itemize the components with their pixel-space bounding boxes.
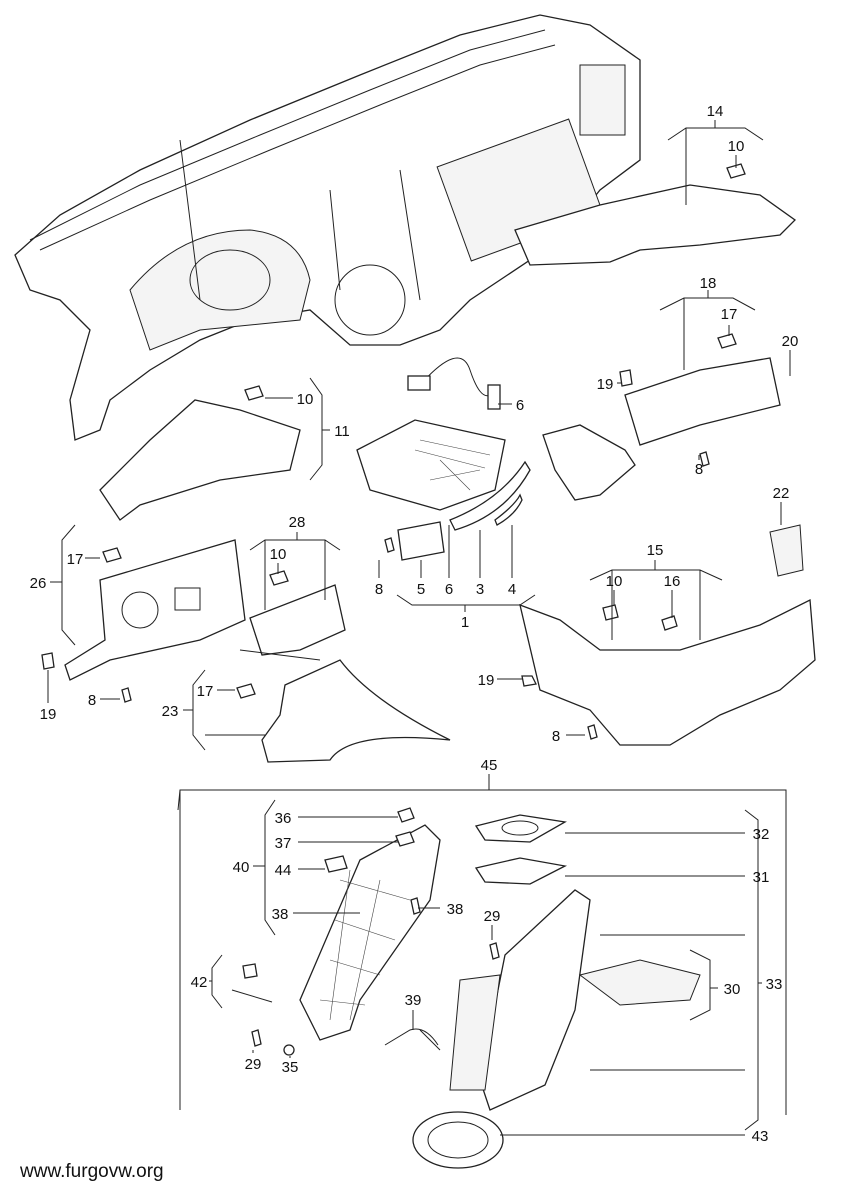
- part-28: [249, 584, 346, 656]
- callout-33: 33: [766, 976, 783, 993]
- callout-38: 38: [447, 901, 464, 918]
- part-38-glovebox: [299, 824, 441, 1041]
- callout-23: 23: [162, 703, 179, 720]
- callout-8: 8: [552, 728, 560, 745]
- dashboard-panel: [14, 14, 641, 441]
- callout-19: 19: [40, 706, 57, 723]
- callout-40: 40: [233, 859, 250, 876]
- callout-16: 16: [664, 573, 681, 590]
- part-18-side: [542, 424, 636, 501]
- callout-3: 3: [476, 581, 484, 598]
- callout-labels: 14 10 18 17 20 19 8 22 15 10 16 19 8 10 …: [30, 103, 799, 1145]
- part-14: [514, 184, 797, 266]
- callout-10: 10: [728, 138, 745, 155]
- callout-8: 8: [695, 461, 703, 478]
- callout-8: 8: [88, 692, 96, 709]
- callout-29: 29: [245, 1056, 262, 1073]
- callout-19: 19: [597, 376, 614, 393]
- callout-38: 38: [272, 906, 289, 923]
- part-15: [519, 598, 816, 746]
- part-23: [261, 659, 451, 763]
- callout-36: 36: [275, 810, 292, 827]
- part-26: [64, 539, 246, 681]
- callout-20: 20: [782, 333, 799, 350]
- callout-44: 44: [275, 862, 292, 879]
- callout-39: 39: [405, 992, 422, 1009]
- callout-14: 14: [707, 103, 724, 120]
- callout-4: 4: [508, 581, 516, 598]
- part-1-box: [356, 419, 506, 511]
- callout-18: 18: [700, 275, 717, 292]
- callout-35: 35: [282, 1059, 299, 1076]
- part-18: [624, 357, 781, 446]
- callout-10: 10: [270, 546, 287, 563]
- callout-8: 8: [375, 581, 383, 598]
- callout-26: 26: [30, 575, 47, 592]
- callout-37: 37: [275, 835, 292, 852]
- callout-15: 15: [647, 542, 664, 559]
- part-11: [99, 399, 301, 521]
- callout-5: 5: [417, 581, 425, 598]
- callout-1: 1: [461, 614, 469, 631]
- callout-42: 42: [191, 974, 208, 991]
- callout-6: 6: [516, 397, 524, 414]
- callout-6: 6: [445, 581, 453, 598]
- callout-31: 31: [753, 869, 770, 886]
- callout-43: 43: [752, 1128, 769, 1145]
- callout-17: 17: [197, 683, 214, 700]
- callout-29: 29: [484, 908, 501, 925]
- callout-17: 17: [721, 306, 738, 323]
- callout-30: 30: [724, 981, 741, 998]
- callout-28: 28: [289, 514, 306, 531]
- callout-45: 45: [481, 757, 498, 774]
- callout-19: 19: [478, 672, 495, 689]
- screws: [121, 451, 710, 1056]
- part-22: [769, 524, 804, 577]
- callout-17: 17: [67, 551, 84, 568]
- callout-11: 11: [334, 423, 350, 440]
- callout-22: 22: [773, 485, 790, 502]
- callout-10: 10: [297, 391, 314, 408]
- callout-10: 10: [606, 573, 623, 590]
- leader-lines: [47, 120, 791, 1136]
- callout-32: 32: [753, 826, 770, 843]
- watermark-url: www.furgovw.org: [19, 1161, 164, 1182]
